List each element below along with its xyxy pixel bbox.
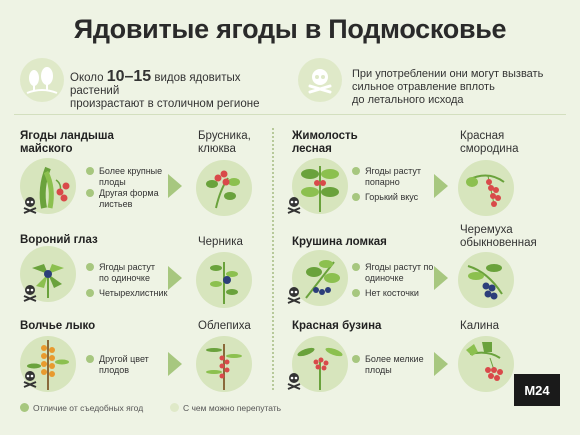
skull-icon [22,284,38,302]
mezereon-illustration [20,336,76,392]
difference-bullet: Горький вкус [352,192,432,203]
trees-icon [20,58,64,102]
red-currant-illustration [458,160,514,216]
skull-icon [286,196,302,214]
alder-buckthorn-illustration [292,250,348,306]
skull-icon [286,286,302,304]
red-elderberry-illustration [292,336,348,392]
cowberry-illustration [196,160,252,216]
page-title: Ядовитые ягоды в Подмосковье [73,14,507,44]
arrow-right-icon [168,174,182,198]
difference-bullet: Ягоды растут попарно [352,166,436,187]
edible-name: Брусника,клюква [198,130,251,155]
difference-bullet: Более мелкие плоды [352,354,432,375]
m24-logo: M24 [514,374,560,406]
arrow-right-icon [168,352,182,376]
edible-name: Черника [198,236,243,248]
arrow-right-icon [434,174,448,198]
difference-bullet: Другая форма листьев [86,188,166,209]
difference-bullet: Четырехлистник [86,288,170,299]
intro-left-suffix: видов ядовитых растений [70,72,241,97]
difference-bullet: Ягоды растут по одиночке [352,262,436,283]
difference-bullet: Ягоды растут по одиночке [86,262,166,283]
lily-of-the-valley-illustration [20,158,76,214]
arrow-right-icon [434,266,448,290]
poison-name: Красная бузина [292,320,382,332]
fly-honeysuckle-illustration [292,158,348,214]
header-divider [14,114,566,115]
intro-right: При употреблении они могут вызвать сильн… [352,68,567,107]
intro-left: Около 10–15 видов ядовитых растений прои… [70,68,280,111]
intro-right-line3: до летального исхода [352,94,464,106]
intro-right-line1: При употреблении они могут вызвать [352,68,544,80]
poison-name: Волчье лыко [20,320,96,332]
sea-buckthorn-illustration [196,336,252,392]
viburnum-illustration [458,336,514,392]
legend-confuse: С чем можно перепутать [170,403,281,413]
intro-right-line2: сильное отравление вплоть [352,81,495,93]
intro-left-prefix: Около [70,72,107,84]
skull-icon [22,196,38,214]
column-divider [272,128,274,390]
arrow-right-icon [434,352,448,376]
difference-bullet: Более крупные плоды [86,166,166,187]
legend-difference: Отличие от съедобных ягод [20,403,143,413]
intro-left-highlight: 10–15 [106,68,152,85]
difference-bullet: Другой цвет плодов [86,354,166,375]
intro-left-line2: произрастают в столичном регионе [70,98,260,110]
arrow-right-icon [168,266,182,290]
skull-icon [298,58,342,102]
bird-cherry-illustration [458,252,514,308]
blueberry-illustration [196,252,252,308]
difference-bullet: Нет косточки [352,288,432,299]
edible-name: Калина [460,320,499,332]
edible-name: Облепиха [198,320,251,332]
poison-name: Вороний глаз [20,234,98,246]
poison-name: Крушина ломкая [292,236,387,248]
skull-icon [286,372,302,390]
skull-icon [22,370,38,388]
